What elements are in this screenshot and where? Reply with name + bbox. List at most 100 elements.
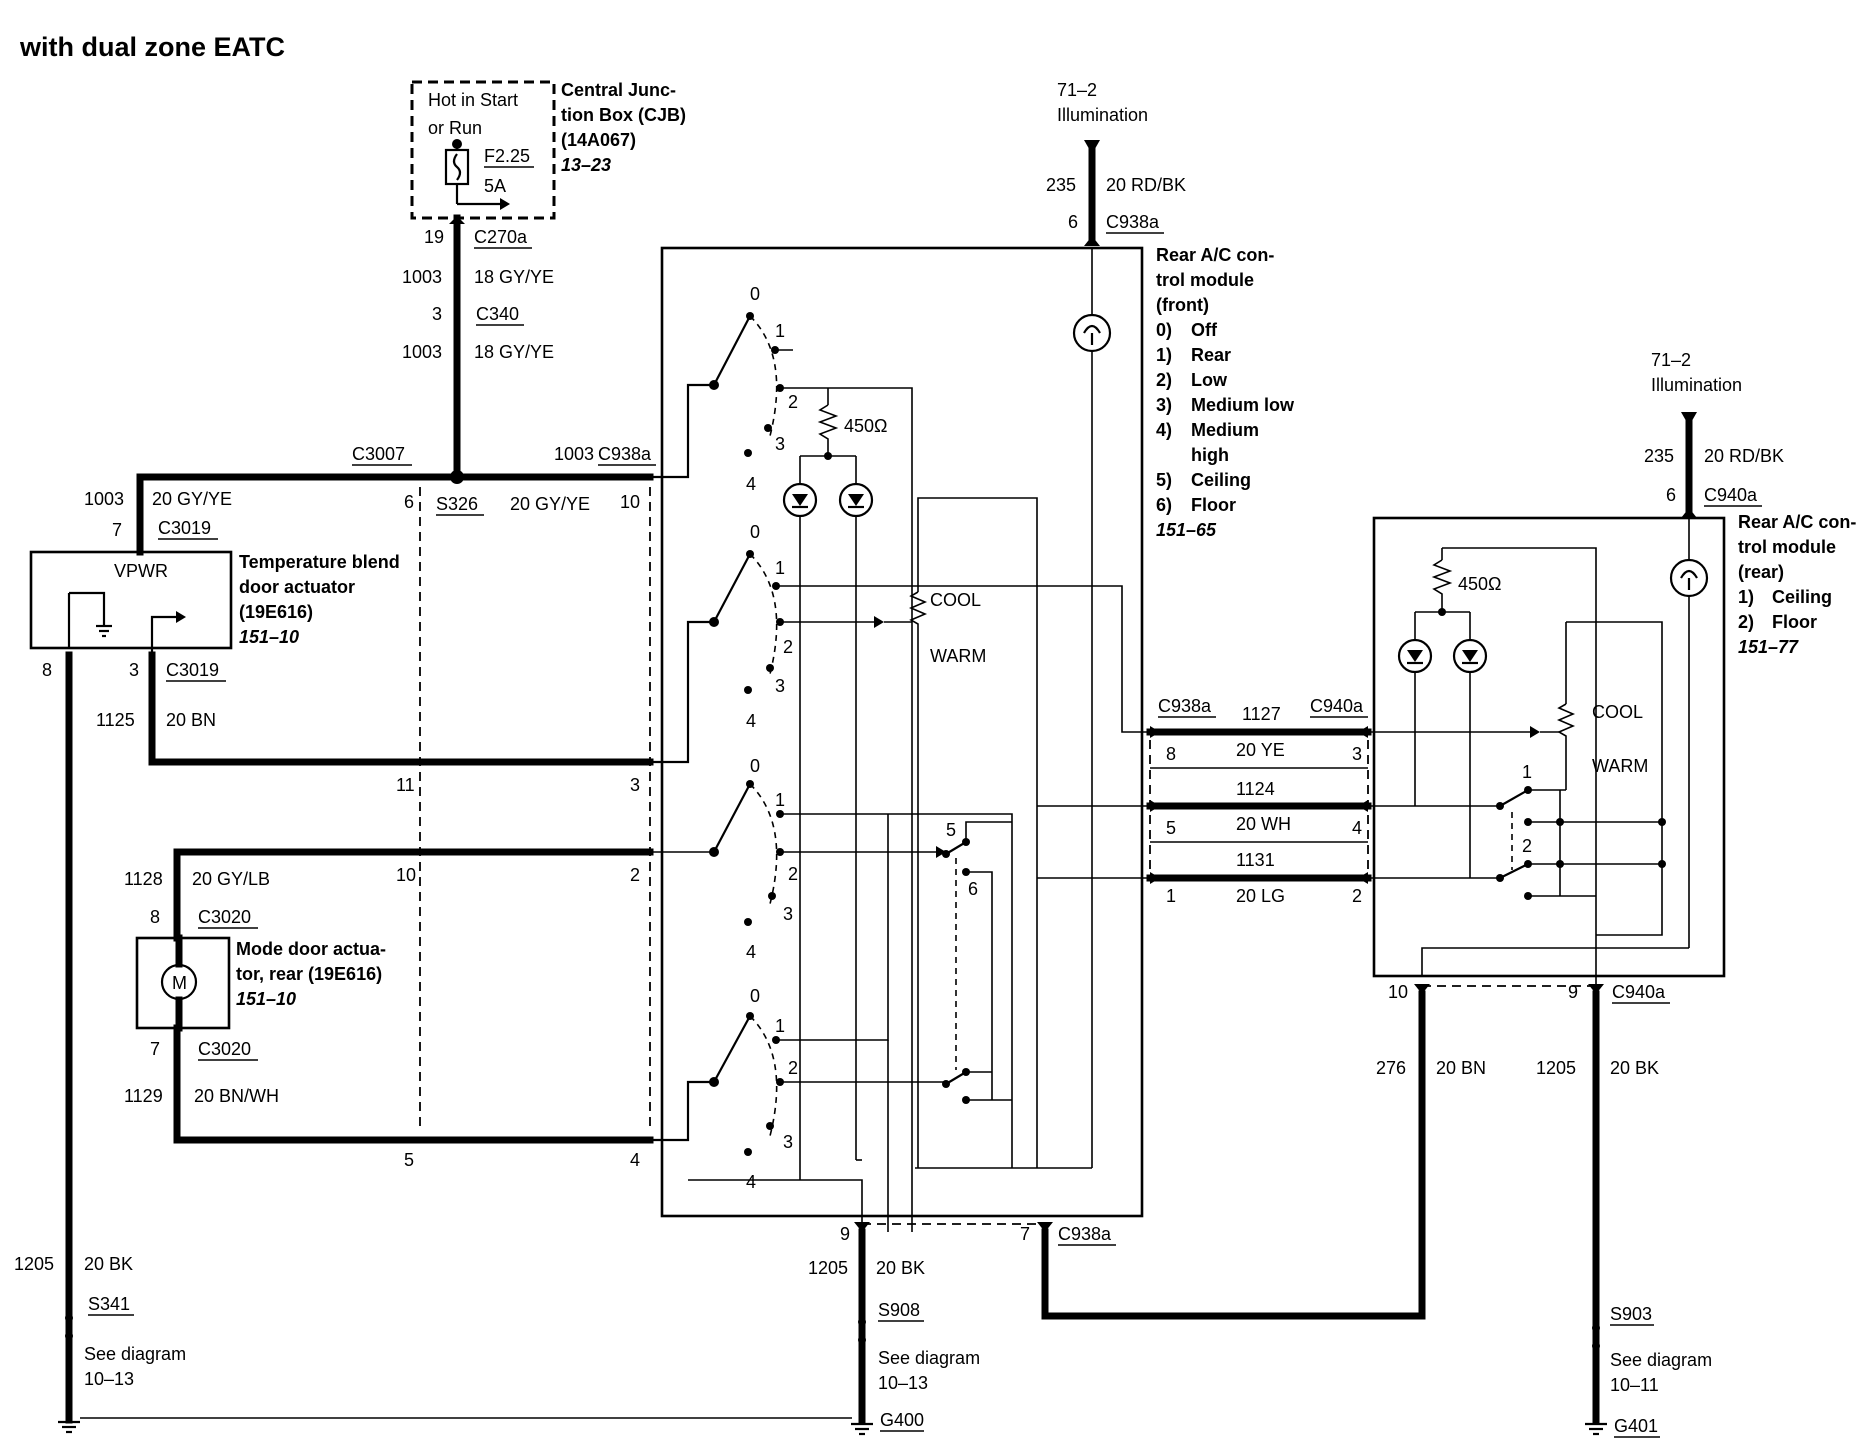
svg-text:VPWR: VPWR	[114, 561, 168, 581]
temperature-blend-door-actuator: VPWR Temperature blend door actuator (19…	[29, 550, 400, 660]
svg-text:F2.25: F2.25	[484, 146, 530, 166]
svg-text:1127: 1127	[1242, 704, 1281, 724]
svg-text:3: 3	[783, 1132, 793, 1152]
svg-text:1205: 1205	[808, 1258, 848, 1278]
svg-text:Ceiling: Ceiling	[1191, 470, 1251, 490]
svg-text:See diagram: See diagram	[878, 1348, 980, 1368]
svg-text:13–23: 13–23	[561, 155, 611, 175]
ground-icon	[851, 1422, 873, 1436]
svg-text:10: 10	[620, 492, 640, 512]
rear-control-module-box	[1372, 516, 1726, 978]
svg-text:C3019: C3019	[158, 518, 211, 538]
svg-text:20 BN: 20 BN	[1436, 1058, 1486, 1078]
svg-text:4): 4)	[1156, 420, 1172, 440]
front-module-label: Rear A/C con- trol module (front) 0) Off…	[1156, 245, 1295, 540]
svg-text:3: 3	[775, 676, 785, 696]
svg-text:WARM: WARM	[1592, 756, 1648, 776]
front-illumination-lamp	[915, 248, 1112, 1169]
svg-text:18 GY/YE: 18 GY/YE	[474, 342, 554, 362]
rear-module-label: Rear A/C con- trol module (rear) 1) Ceil…	[1738, 512, 1856, 657]
svg-text:Rear A/C con-: Rear A/C con-	[1738, 512, 1856, 532]
svg-text:2: 2	[1522, 836, 1532, 856]
mode-door-actuator: 1128 20 GY/LB 10 2 8 C3020 M Mode door a…	[124, 848, 654, 1170]
svg-text:COOL: COOL	[1592, 702, 1643, 722]
rear-temp-pot: COOL WARM	[1368, 621, 1663, 936]
svg-text:S326: S326	[436, 494, 478, 514]
svg-text:71–2: 71–2	[1651, 350, 1691, 370]
svg-text:Ceiling: Ceiling	[1772, 587, 1832, 607]
svg-text:450Ω: 450Ω	[844, 416, 888, 436]
svg-text:0: 0	[750, 284, 760, 304]
svg-text:See diagram: See diagram	[84, 1344, 186, 1364]
svg-text:3: 3	[1352, 744, 1362, 764]
led-icon	[1397, 638, 1433, 674]
svg-text:tion Box (CJB): tion Box (CJB)	[561, 105, 686, 125]
rear-module-ground-wires: 10 9 C940a 276 20 BN 1205 20 BK S903 See…	[1376, 982, 1712, 1438]
svg-text:8: 8	[42, 660, 52, 680]
front-module-bottom-connector: 9 7 C938a 1205 20 BK S908 See diagram 10…	[808, 1222, 1426, 1436]
svg-text:3: 3	[783, 904, 793, 924]
svg-text:3: 3	[129, 660, 139, 680]
svg-text:4: 4	[746, 711, 756, 731]
svg-text:2): 2)	[1738, 612, 1754, 632]
svg-text:4: 4	[630, 1150, 640, 1170]
svg-text:1: 1	[1166, 886, 1176, 906]
svg-text:WARM: WARM	[930, 646, 986, 666]
svg-text:1131: 1131	[1236, 850, 1275, 870]
svg-text:2: 2	[788, 864, 798, 884]
ground-icon	[58, 1420, 80, 1434]
svg-text:6: 6	[404, 492, 414, 512]
svg-text:20 GY/LB: 20 GY/LB	[192, 869, 270, 889]
svg-text:S908: S908	[878, 1300, 920, 1320]
svg-text:3: 3	[775, 434, 785, 454]
svg-text:4: 4	[746, 942, 756, 962]
svg-text:1: 1	[775, 321, 785, 341]
svg-text:C938a: C938a	[598, 444, 652, 464]
svg-text:276: 276	[1376, 1058, 1406, 1078]
svg-text:(19E616): (19E616)	[239, 602, 313, 622]
svg-text:1205: 1205	[1536, 1058, 1576, 1078]
svg-text:Floor: Floor	[1772, 612, 1817, 632]
svg-text:1: 1	[775, 790, 785, 810]
svg-text:trol module: trol module	[1156, 270, 1254, 290]
svg-text:3: 3	[630, 775, 640, 795]
svg-text:Rear A/C con-: Rear A/C con-	[1156, 245, 1274, 265]
svg-text:20 GY/YE: 20 GY/YE	[510, 494, 590, 514]
ground-icon	[96, 624, 112, 638]
central-junction-box: Hot in Start or Run F2.25 5A Central Jun…	[410, 80, 686, 220]
svg-text:1128: 1128	[124, 869, 163, 889]
svg-text:2: 2	[788, 1058, 798, 1078]
svg-text:18 GY/YE: 18 GY/YE	[474, 267, 554, 287]
svg-text:5): 5)	[1156, 470, 1172, 490]
mode-switch-3: 0 1 2 3 4 5 6	[650, 756, 1013, 1168]
svg-text:or Run: or Run	[428, 118, 482, 138]
svg-text:4: 4	[1352, 818, 1362, 838]
svg-text:8: 8	[150, 907, 160, 927]
svg-text:8: 8	[1166, 744, 1176, 764]
front-resistor-and-leds: 450Ω	[782, 388, 888, 1180]
svg-text:20 WH: 20 WH	[1236, 814, 1291, 834]
svg-text:6): 6)	[1156, 495, 1172, 515]
svg-text:6: 6	[968, 879, 978, 899]
svg-text:1205: 1205	[14, 1254, 54, 1274]
led-icon	[838, 482, 874, 518]
diagram-title: with dual zone EATC	[19, 32, 285, 62]
svg-text:Floor: Floor	[1191, 495, 1236, 515]
svg-text:G400: G400	[880, 1410, 924, 1430]
svg-text:9: 9	[1568, 982, 1578, 1002]
svg-text:151–10: 151–10	[236, 989, 296, 1009]
svg-text:20 BN: 20 BN	[166, 710, 216, 730]
svg-text:1125: 1125	[96, 710, 135, 730]
svg-text:4: 4	[746, 474, 756, 494]
svg-text:trol module: trol module	[1738, 537, 1836, 557]
svg-text:2: 2	[783, 637, 793, 657]
svg-text:0): 0)	[1156, 320, 1172, 340]
svg-text:tor, rear (19E616): tor, rear (19E616)	[236, 964, 382, 984]
wire-1125: 3 C3019 1125 20 BN 11 3	[96, 651, 654, 795]
svg-text:C3020: C3020	[198, 907, 251, 927]
led-icon	[782, 482, 818, 518]
svg-text:1: 1	[775, 1016, 785, 1036]
svg-text:20 YE: 20 YE	[1236, 740, 1285, 760]
svg-text:11: 11	[396, 775, 415, 795]
svg-text:COOL: COOL	[930, 590, 981, 610]
